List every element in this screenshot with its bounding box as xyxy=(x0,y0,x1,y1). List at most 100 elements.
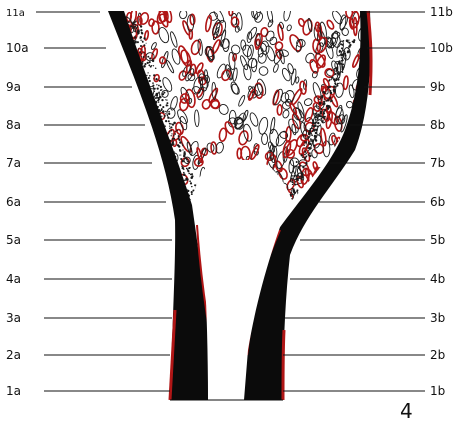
stipple-dot xyxy=(341,47,343,49)
stipple-dot xyxy=(141,32,143,34)
stipple-dot xyxy=(183,173,186,176)
stipple-dot xyxy=(287,192,288,193)
stipple-dot xyxy=(197,195,199,197)
stipple-dot xyxy=(290,195,292,197)
stipple-dot xyxy=(151,88,152,89)
label-left-11a: 11a xyxy=(6,8,25,19)
stipple-dot xyxy=(333,89,336,92)
stipple-dot xyxy=(149,57,151,59)
stipple-dot xyxy=(195,190,197,192)
stipple-dot xyxy=(311,147,312,148)
stipple-dot xyxy=(185,178,187,180)
stipple-dot xyxy=(305,142,307,144)
stipple-dot xyxy=(180,158,182,160)
stipple-dot xyxy=(179,150,181,152)
trabecula xyxy=(144,133,153,144)
stipple-dot xyxy=(134,26,135,27)
stipple-dot xyxy=(175,131,176,132)
stipple-dot xyxy=(333,87,334,88)
trabecula xyxy=(120,56,128,73)
stipple-dot xyxy=(309,155,312,158)
stipple-dot xyxy=(315,139,317,141)
stipple-dot xyxy=(326,105,329,108)
stipple-dot xyxy=(171,135,172,136)
stipple-dot xyxy=(296,189,298,191)
stipple-dot xyxy=(309,130,311,132)
stipple-dot xyxy=(165,111,166,112)
stipple-dot xyxy=(184,180,186,182)
stipple-dot xyxy=(313,125,315,127)
stipple-dot xyxy=(173,138,175,140)
stipple-dot xyxy=(293,175,295,177)
stipple-dot xyxy=(134,36,136,38)
stipple-dot xyxy=(343,66,345,68)
stipple-dot xyxy=(289,205,291,207)
stipple-dot xyxy=(140,25,142,27)
stipple-dot xyxy=(176,130,178,132)
stipple-dot xyxy=(343,50,344,51)
stipple-dot xyxy=(139,51,141,53)
trabecula xyxy=(127,189,138,205)
right-outer-red-line xyxy=(283,330,284,400)
stipple-dot xyxy=(190,182,192,184)
stipple-dot xyxy=(315,132,317,134)
stipple-dot xyxy=(155,78,157,80)
stipple-dot xyxy=(142,41,144,43)
trabecula xyxy=(348,176,357,187)
trabecula xyxy=(126,175,133,185)
stipple-dot xyxy=(307,154,309,156)
stipple-dot xyxy=(291,177,293,179)
label-left-4a: 4a xyxy=(6,272,21,286)
stipple-dot xyxy=(173,135,175,137)
stipple-dot xyxy=(170,123,171,124)
stipple-dot xyxy=(336,67,338,69)
trabecula xyxy=(150,158,161,173)
trabecula xyxy=(112,118,119,130)
stipple-dot xyxy=(330,91,332,93)
trabecula xyxy=(109,52,118,61)
trabecula xyxy=(142,178,155,196)
stipple-dot xyxy=(143,44,145,46)
trabecula xyxy=(340,175,349,190)
label-right-7b: 7b xyxy=(430,156,445,170)
stipple-dot xyxy=(195,189,198,192)
stipple-dot xyxy=(321,97,323,99)
stipple-dot xyxy=(312,122,315,125)
trabecula xyxy=(151,175,161,188)
stipple-dot xyxy=(307,136,309,138)
stipple-dot xyxy=(154,88,156,90)
stipple-dot xyxy=(302,174,303,175)
stipple-dot xyxy=(299,176,300,177)
stipple-dot xyxy=(318,117,319,118)
stipple-dot xyxy=(140,45,142,47)
stipple-dot xyxy=(187,160,188,161)
stipple-dot xyxy=(349,44,351,46)
stipple-dot xyxy=(140,39,141,40)
stipple-dot xyxy=(308,147,310,149)
stipple-dot xyxy=(290,198,293,201)
stipple-dot xyxy=(134,22,135,23)
stipple-dot xyxy=(182,160,184,162)
label-left-1a: 1a xyxy=(6,384,21,398)
stipple-dot xyxy=(167,114,168,115)
stipple-dot xyxy=(142,61,144,63)
stipple-dot xyxy=(167,117,169,119)
stipple-dot xyxy=(151,65,152,66)
stipple-dot xyxy=(329,79,330,80)
stipple-dot xyxy=(188,173,190,175)
stipple-dot xyxy=(336,56,337,57)
stipple-dot xyxy=(310,138,312,140)
stipple-dot xyxy=(147,62,149,64)
stipple-dot xyxy=(289,196,291,198)
trabecula xyxy=(129,106,138,115)
stipple-dot xyxy=(304,151,306,153)
stipple-dot xyxy=(197,192,199,194)
stipple-dot xyxy=(128,21,130,23)
trabecula xyxy=(116,94,125,111)
trabecula xyxy=(115,125,126,143)
stipple-dot xyxy=(191,186,192,187)
stipple-dot xyxy=(192,190,194,192)
trabecula xyxy=(110,189,115,204)
stipple-dot xyxy=(132,26,133,27)
stipple-dot xyxy=(334,73,336,75)
